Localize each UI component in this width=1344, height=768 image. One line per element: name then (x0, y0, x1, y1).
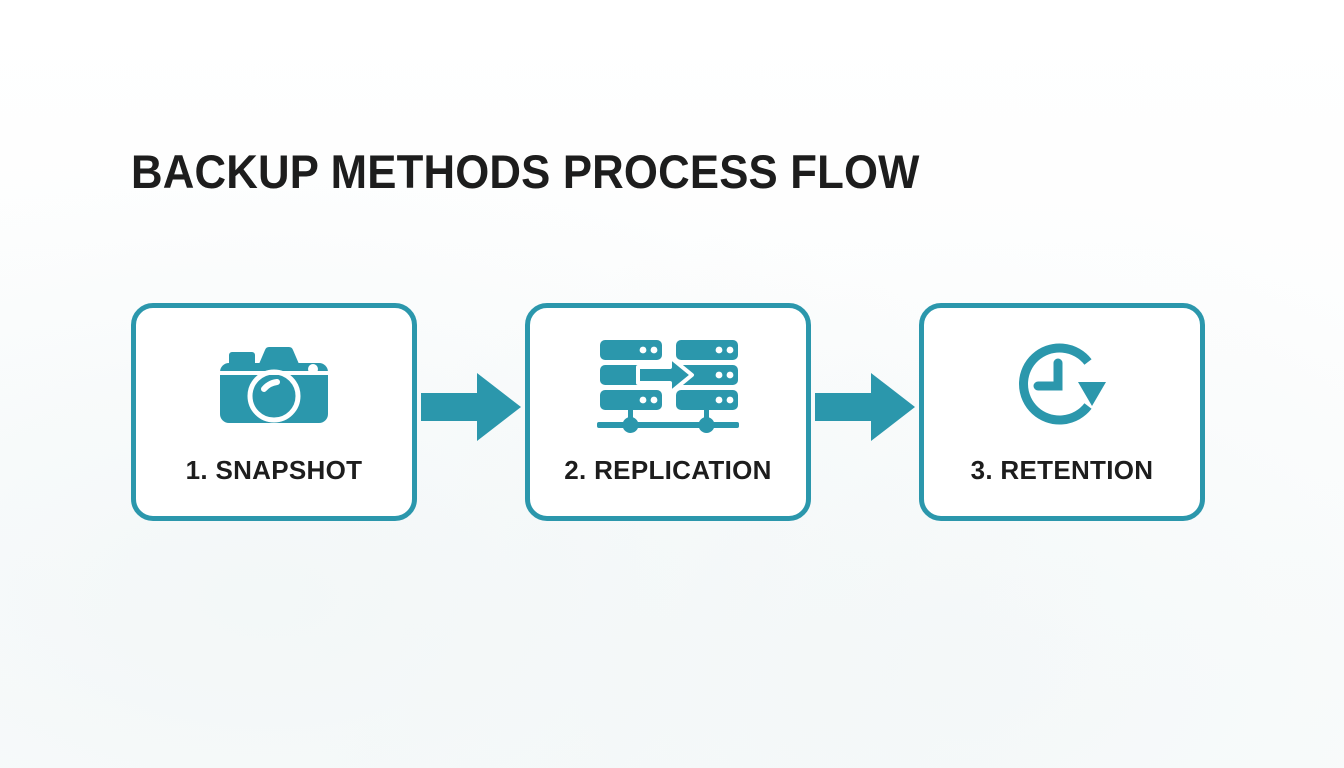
flow-connector-2 (815, 369, 917, 445)
clock-history-icon (1019, 343, 1106, 425)
step-card-retention[interactable]: 3. RETENTION (919, 303, 1205, 521)
page-title: BACKUP METHODS PROCESS FLOW (131, 145, 920, 198)
server-replication-icon (597, 340, 739, 433)
step-card-replication[interactable]: 2. REPLICATION (525, 303, 811, 521)
step-label-replication: 2. REPLICATION (564, 455, 772, 485)
step-label-snapshot: 1. SNAPSHOT (185, 455, 363, 485)
step-card-snapshot[interactable]: 1. SNAPSHOT (131, 303, 417, 521)
camera-icon-wrap (217, 338, 331, 434)
process-flow-row: 1. SNAPSHOT (131, 303, 1213, 521)
flow-connector-1 (421, 369, 523, 445)
step-label-retention: 3. RETENTION (970, 455, 1154, 485)
clock-history-icon-wrap (1010, 338, 1114, 434)
server-replication-icon-wrap (594, 338, 742, 434)
arrow-right-icon (815, 373, 915, 441)
camera-icon (220, 347, 328, 423)
arrow-right-icon (421, 373, 521, 441)
